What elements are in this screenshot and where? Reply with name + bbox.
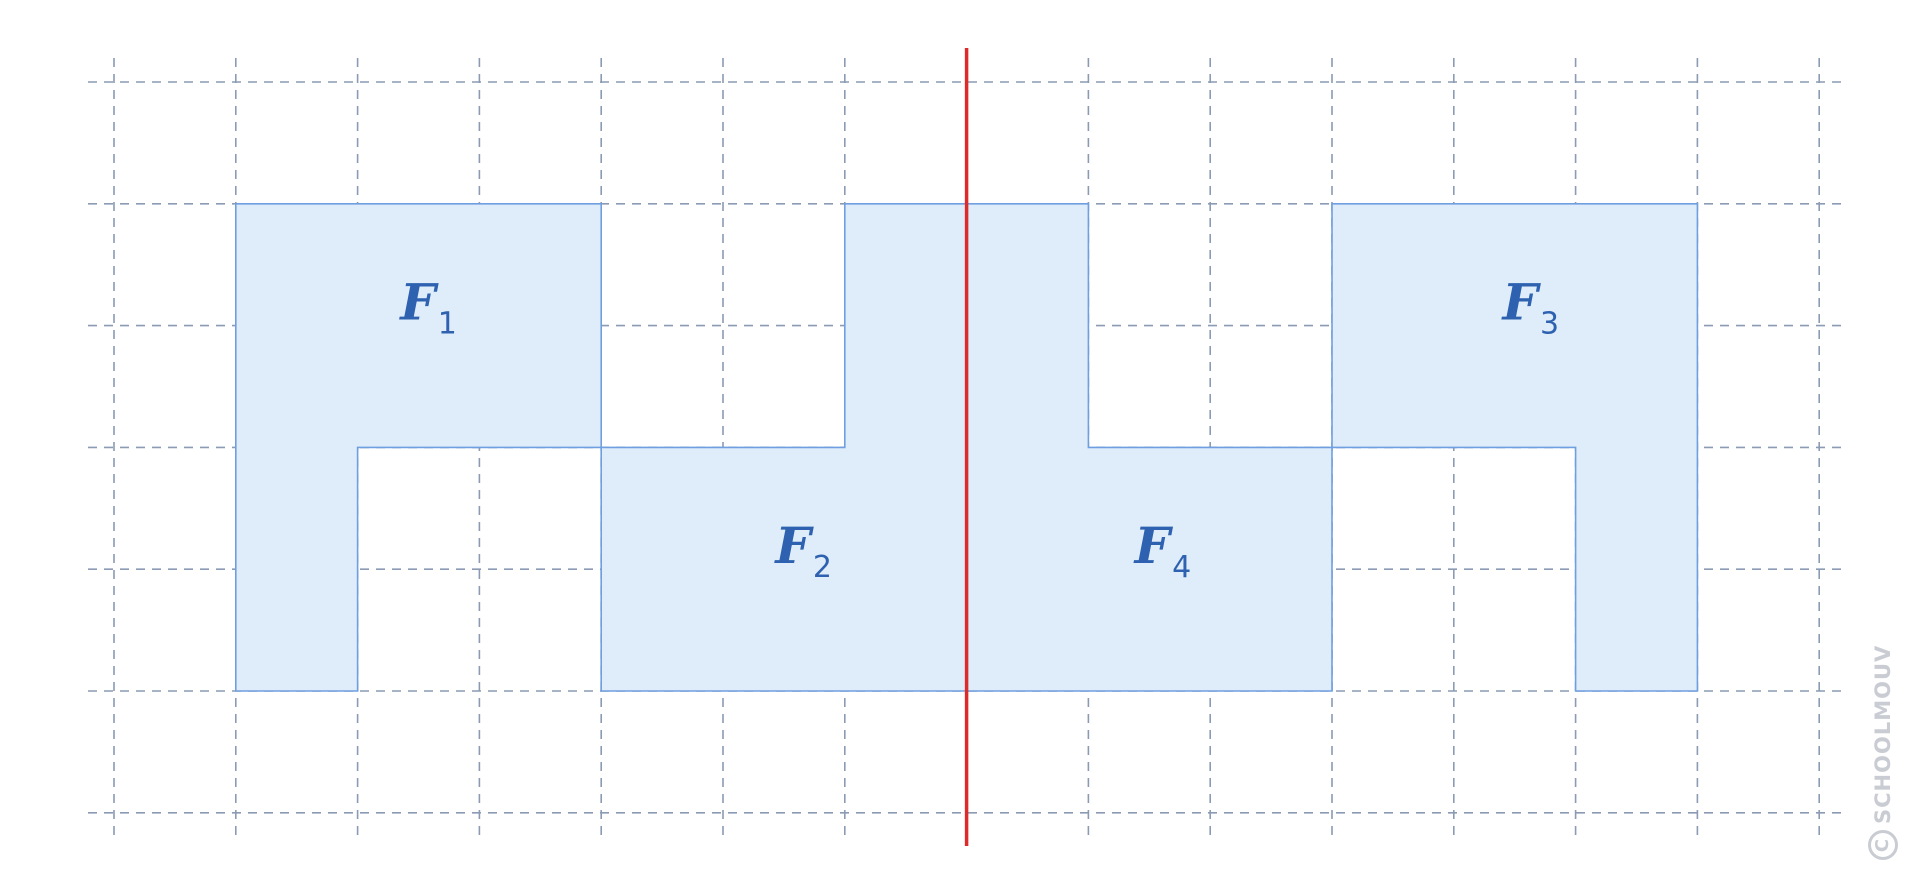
figure-f1-shape <box>235 203 602 692</box>
figure-f2-label: F2 <box>773 516 832 585</box>
figure-f3-shape <box>1331 203 1699 692</box>
figure-f2-shape <box>600 203 968 692</box>
figure-labels: F1 F2 F3 F4 <box>398 273 1559 586</box>
figure-f1-label: F1 <box>398 273 457 342</box>
watermark-text: SCHOOLMOUV <box>1871 644 1895 824</box>
figure-f4-shape <box>965 203 1333 692</box>
copyright-icon: C <box>1868 830 1898 860</box>
figure-f4-label: F4 <box>1133 516 1192 585</box>
watermark: C SCHOOLMOUV <box>1868 645 1898 860</box>
figure-f3-label: F3 <box>1501 273 1560 342</box>
figures <box>235 203 1699 692</box>
